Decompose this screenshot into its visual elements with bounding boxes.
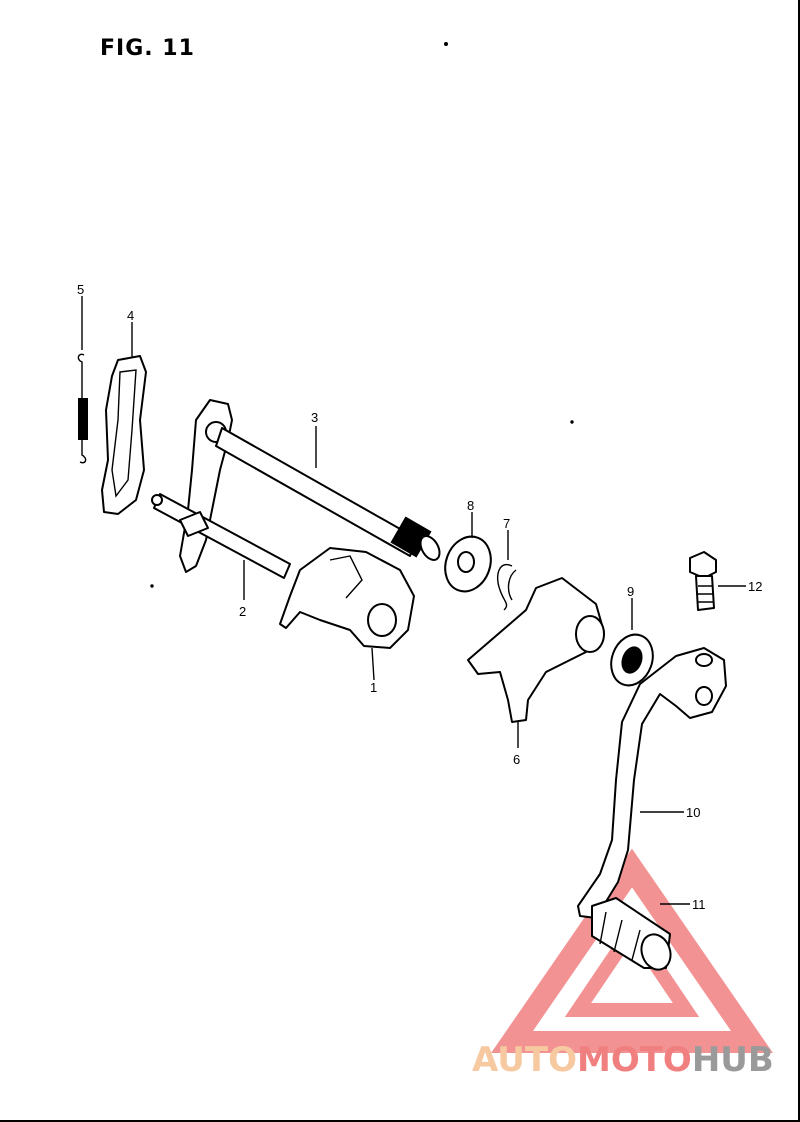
watermark-part-1: AUTO — [472, 1040, 577, 1080]
callout-5: 5 — [77, 282, 84, 297]
callout-7: 7 — [503, 516, 510, 531]
callout-11: 11 — [692, 897, 706, 912]
part-5-spring — [77, 353, 88, 464]
callout-10: 10 — [686, 805, 700, 820]
scan-speck — [444, 42, 448, 46]
watermark-part-2: MOTO — [576, 1040, 692, 1080]
part-9-oil-seal — [610, 633, 654, 687]
part-2-pin-shaft — [151, 493, 291, 579]
callout-2: 2 — [239, 604, 246, 619]
callout-8: 8 — [467, 498, 474, 513]
part-7-circlip — [496, 563, 517, 611]
callout-9: 9 — [627, 584, 634, 599]
scan-speck — [150, 584, 154, 588]
part-3-gearshift-shaft — [179, 399, 441, 573]
scan-speck — [570, 420, 574, 424]
callout-3: 3 — [311, 410, 318, 425]
part-4-plate — [101, 355, 147, 515]
part-11-footrest-rubber — [591, 897, 672, 971]
part-12-bolt — [689, 551, 717, 611]
callout-4: 4 — [127, 308, 134, 323]
watermark-wordmark: AUTOMOTOHUB — [472, 1040, 774, 1080]
part-10-gearshift-lever — [577, 647, 727, 919]
callout-6: 6 — [513, 752, 520, 767]
watermark-part-3: HUB — [691, 1040, 774, 1080]
part-1-cam-stopper — [279, 547, 415, 649]
figure-title: FIG. 11 — [100, 36, 195, 61]
part-8-washer — [444, 535, 492, 593]
leader-line-1 — [371, 647, 375, 681]
callout-1: 1 — [370, 680, 377, 695]
callout-12: 12 — [748, 579, 762, 594]
part-6-shift-arm — [467, 577, 605, 723]
